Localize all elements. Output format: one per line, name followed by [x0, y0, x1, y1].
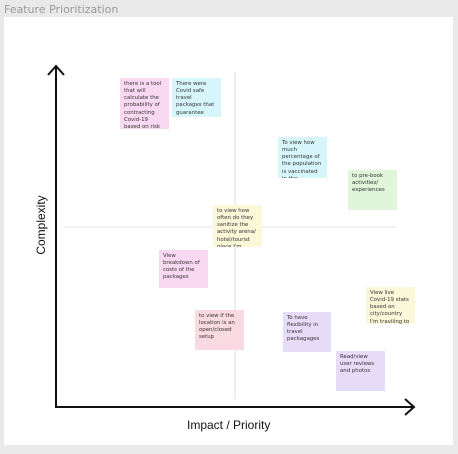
sticky-note-sanitize-frequency[interactable]: to view how often do they sanitize the a… — [213, 205, 262, 247]
y-axis-label: Complexity — [34, 195, 48, 255]
sticky-note-user-reviews[interactable]: Read/view user reviews and photos — [336, 351, 385, 391]
x-axis-arrow — [404, 398, 416, 416]
sticky-note-package-costs[interactable]: View breakdown of costs of the packages — [159, 250, 208, 288]
y-axis-arrow — [47, 64, 65, 76]
sticky-note-probability-tool[interactable]: there is a tool that will calculate the … — [120, 78, 169, 129]
sticky-note-live-covid-stats[interactable]: View live Covid-19 stats based on city/c… — [366, 287, 415, 324]
prioritization-board[interactable]: Impact / Priority Complexity there is a … — [4, 17, 453, 445]
sticky-note-pre-book[interactable]: to pre-book activities/ experiences — [348, 170, 397, 210]
sticky-note-vaccinated-percentage[interactable]: To view how much percentage of the popul… — [278, 137, 327, 178]
frame-title: Feature Prioritization — [4, 3, 119, 16]
sticky-note-covid-safe-packages[interactable]: There were Covid safe travel packages th… — [172, 78, 221, 117]
sticky-note-flexible-packages[interactable]: To have flexibility in travel packagages — [283, 312, 331, 352]
sticky-note-location-status[interactable]: to view if the location is an open/close… — [195, 310, 244, 350]
x-axis-label: Impact / Priority — [187, 418, 271, 432]
